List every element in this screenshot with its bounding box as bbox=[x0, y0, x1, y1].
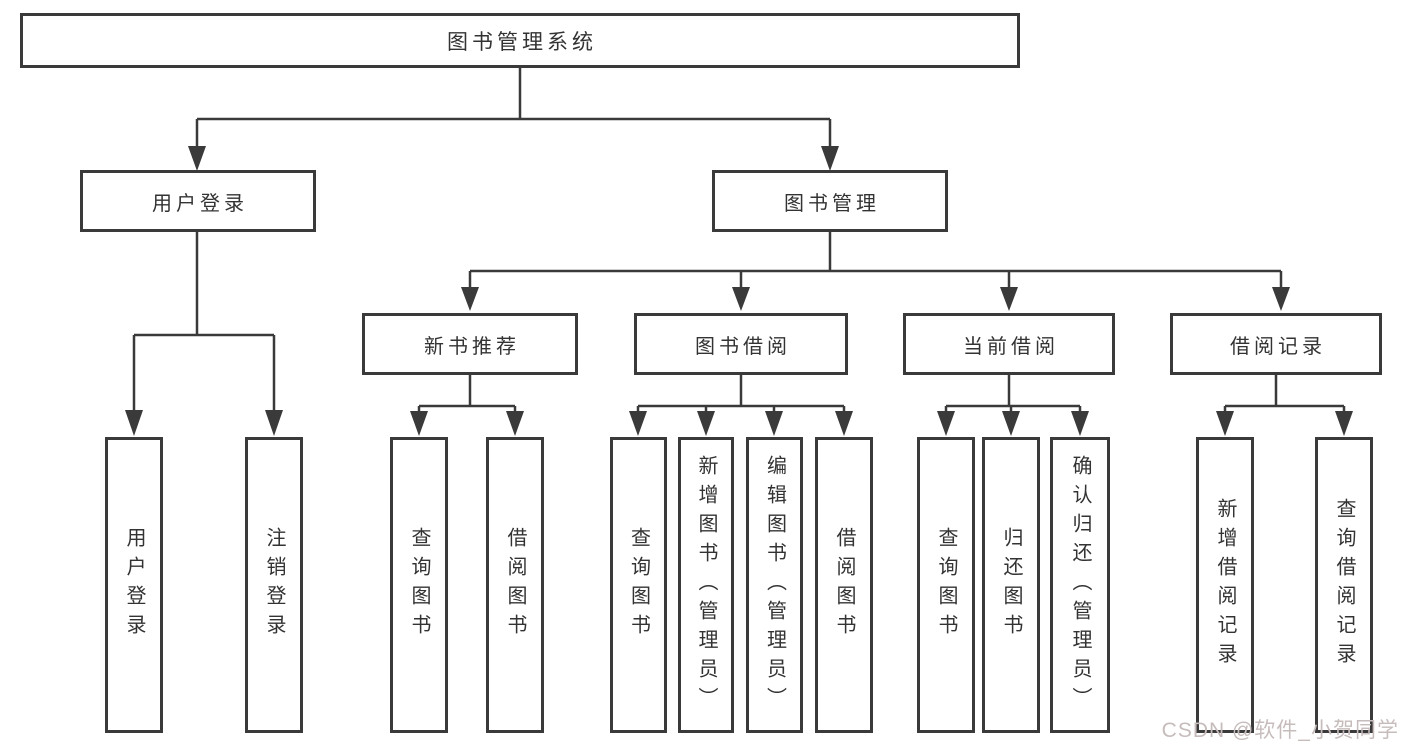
node-label: 图书管理 bbox=[784, 192, 880, 215]
node-label: 用户登录 bbox=[152, 192, 248, 215]
leaf-return-books: 归还图书 bbox=[982, 437, 1040, 733]
node-label: 查询图书 bbox=[935, 527, 957, 643]
node-label: 确认归还（管理员） bbox=[1069, 454, 1091, 716]
leaf-logout: 注销登录 bbox=[245, 437, 303, 733]
node-label: 借阅图书 bbox=[504, 527, 526, 643]
node-label: 当前借阅 bbox=[963, 335, 1059, 358]
node-label: 编辑图书（管理员） bbox=[763, 454, 786, 716]
node-new-book-recommend: 新书推荐 bbox=[362, 313, 578, 375]
node-label: 新书推荐 bbox=[424, 335, 520, 358]
node-book-management: 图书管理 bbox=[712, 170, 948, 232]
node-label: 查询图书 bbox=[408, 527, 430, 643]
leaf-add-borrow-record: 新增借阅记录 bbox=[1196, 437, 1254, 733]
node-label: 新增借阅记录 bbox=[1214, 498, 1236, 672]
node-label: 图书借阅 bbox=[695, 335, 791, 358]
node-label: 借阅图书 bbox=[833, 527, 855, 643]
leaf-user-login: 用户登录 bbox=[105, 437, 163, 733]
node-label: 借阅记录 bbox=[1230, 335, 1326, 358]
leaf-query-books-newbook: 查询图书 bbox=[390, 437, 448, 733]
node-label: 归还图书 bbox=[1000, 527, 1022, 643]
node-label: 新增图书（管理员） bbox=[695, 454, 717, 716]
csdn-watermark: CSDN @软件_小贺同学 bbox=[1161, 719, 1399, 742]
node-user-login: 用户登录 bbox=[80, 170, 316, 232]
leaf-add-books-admin: 新增图书（管理员） bbox=[678, 437, 734, 733]
node-label: 用户登录 bbox=[123, 527, 145, 643]
node-book-borrow: 图书借阅 bbox=[634, 313, 848, 375]
leaf-borrow-books: 借阅图书 bbox=[815, 437, 873, 733]
leaf-borrow-books-newbook: 借阅图书 bbox=[486, 437, 544, 733]
leaf-query-borrow-record: 查询借阅记录 bbox=[1315, 437, 1373, 733]
node-borrow-records: 借阅记录 bbox=[1170, 313, 1382, 375]
node-label: 查询借阅记录 bbox=[1333, 498, 1355, 672]
node-current-borrow: 当前借阅 bbox=[903, 313, 1115, 375]
leaf-query-books-current: 查询图书 bbox=[917, 437, 975, 733]
node-label: 图书管理系统 bbox=[447, 30, 597, 54]
leaf-confirm-return-admin: 确认归还（管理员） bbox=[1050, 437, 1110, 733]
leaf-edit-books-admin: 编辑图书（管理员） bbox=[746, 437, 803, 733]
leaf-query-books-borrow: 查询图书 bbox=[610, 437, 667, 733]
node-label: 注销登录 bbox=[263, 527, 285, 643]
node-library-management-system: 图书管理系统 bbox=[20, 13, 1020, 68]
node-label: 查询图书 bbox=[627, 527, 650, 643]
